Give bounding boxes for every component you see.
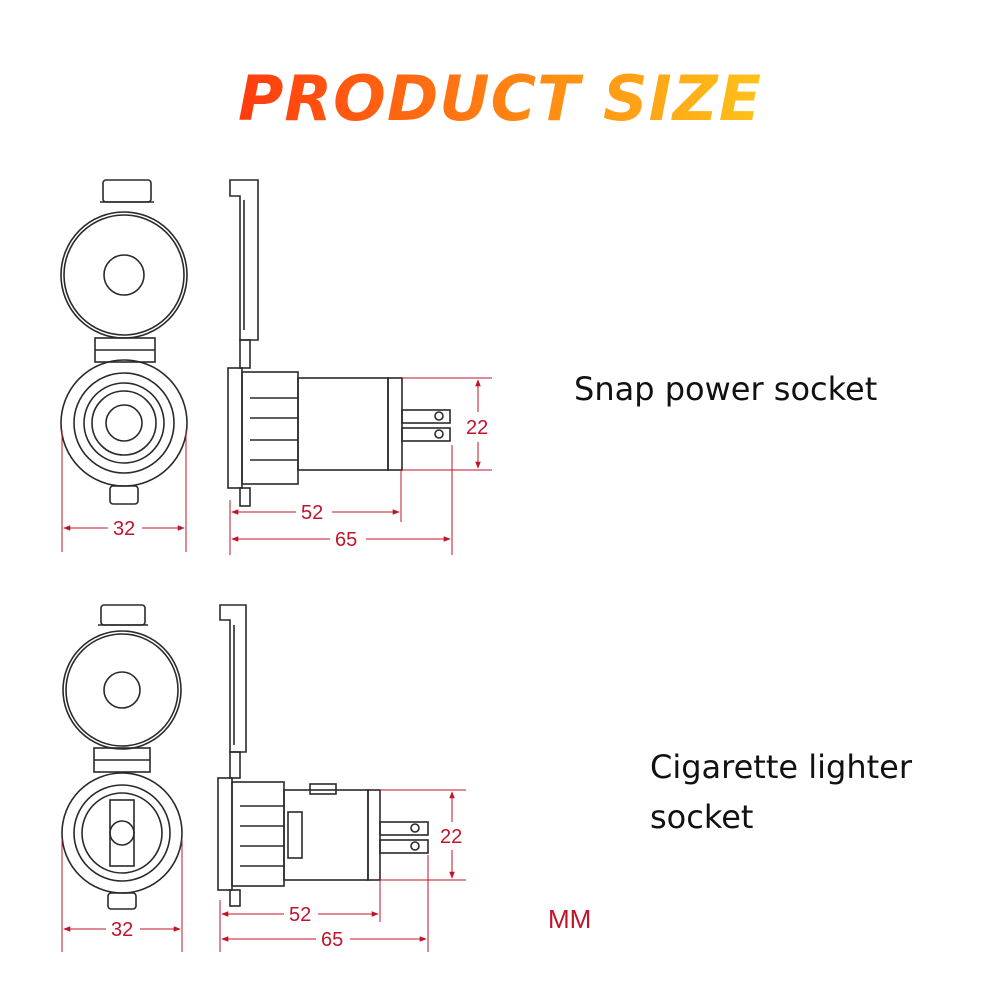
page-title: PRODUCT SIZE: [237, 62, 763, 135]
lighter-diameter-label: 32: [111, 919, 133, 941]
lighter-socket-label-line1: Cigarette lighter: [650, 748, 913, 786]
lighter-socket-side-view: [217, 604, 429, 907]
snap-socket-front-view: [60, 179, 188, 505]
lighter-total-length-label: 65: [321, 929, 343, 951]
lighter-socket-front-view: [61, 604, 183, 910]
snap-diameter-label: 32: [113, 518, 135, 540]
snap-socket-label: Snap power socket: [574, 370, 878, 408]
unit-label: MM: [548, 904, 592, 934]
lighter-body-length-label: 52: [289, 904, 311, 926]
snap-total-length-label: 65: [335, 529, 357, 551]
lighter-height-label: 22: [440, 826, 462, 848]
title-container: PRODUCT SIZE: [0, 62, 1000, 135]
snap-body-length-label: 52: [301, 502, 323, 524]
snap-socket-side-view: [227, 179, 451, 507]
lighter-socket-dimensions: [61, 789, 466, 952]
snap-height-label: 22: [466, 417, 488, 439]
snap-socket-dimensions: [61, 377, 492, 555]
lighter-socket-label-line2: socket: [650, 798, 754, 836]
